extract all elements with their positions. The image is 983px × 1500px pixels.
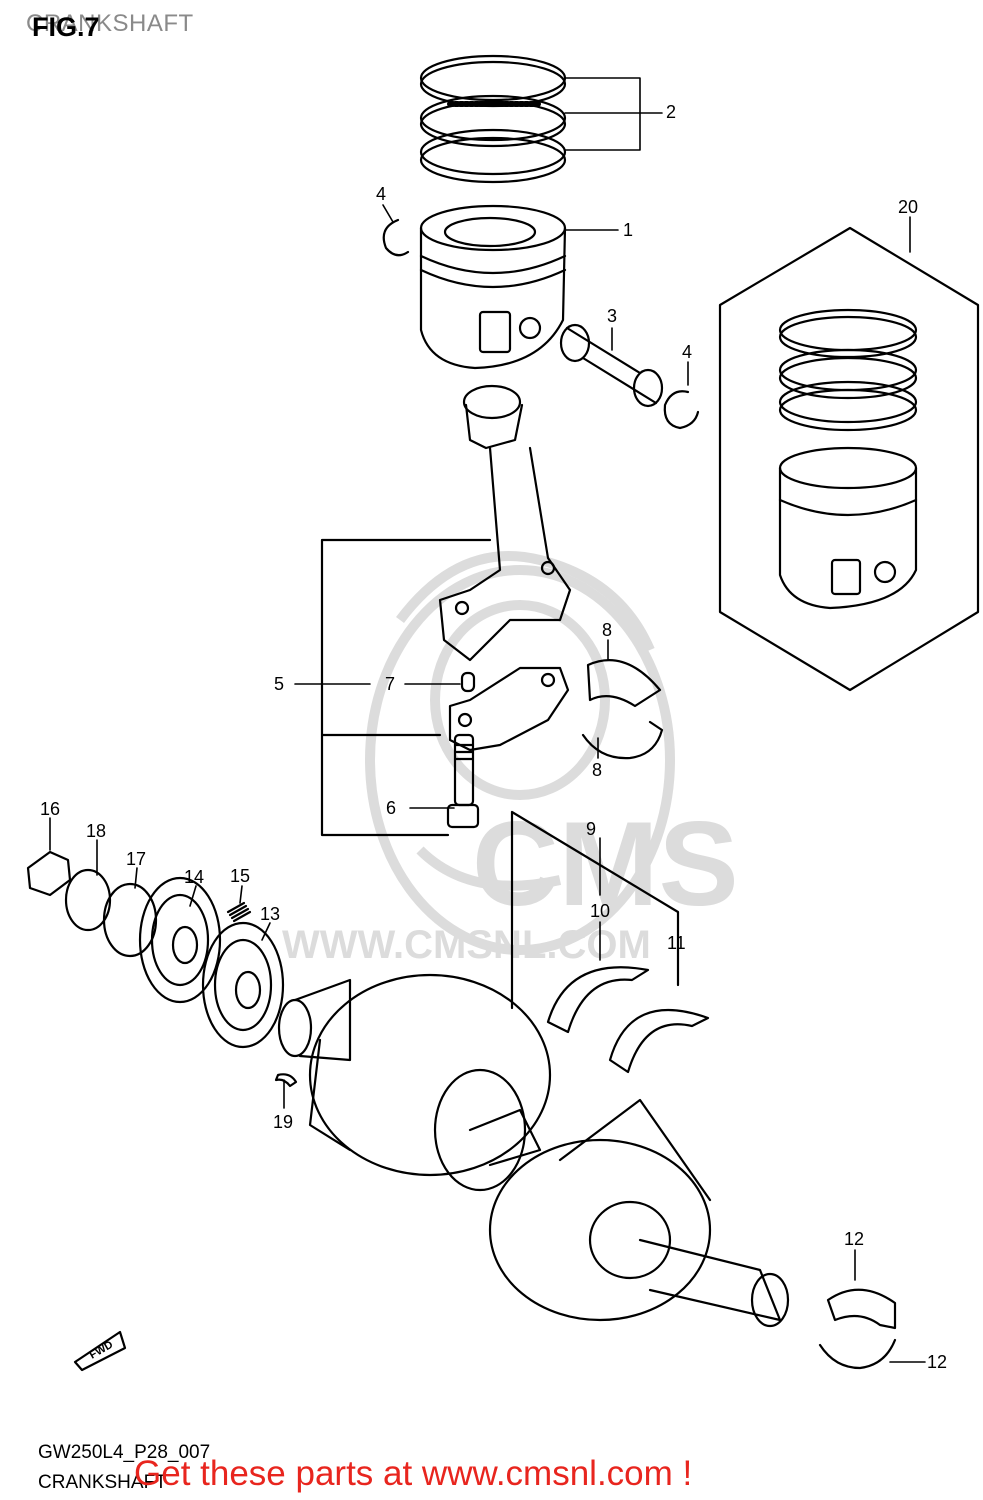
main-bearing-12 (818, 1288, 897, 1370)
primary-gear-13 (201, 921, 285, 1049)
callout-8-bottom: 8 (592, 760, 602, 780)
callout-3: 3 (607, 306, 617, 326)
callout-7: 7 (385, 674, 395, 694)
callout-8-top: 8 (602, 620, 612, 640)
key-19 (274, 1073, 298, 1088)
callout-9: 9 (586, 819, 596, 839)
callout-12-bottom: 12 (927, 1352, 947, 1372)
callout-labels: 1 2 3 4 4 5 6 7 8 8 9 10 11 12 12 13 14 … (40, 102, 947, 1372)
callout-14: 14 (184, 867, 204, 887)
callout-19: 19 (273, 1112, 293, 1132)
callout-6: 6 (386, 798, 396, 818)
callout-2: 2 (666, 102, 676, 122)
leader-lines (49, 77, 926, 1363)
promo-link[interactable]: Get these parts at www.cmsnl.com ! (134, 1454, 693, 1493)
piston-kit-box (718, 226, 980, 692)
thrust-washer-11 (608, 1009, 710, 1074)
circlip-right (663, 390, 700, 430)
watermark-brand: CMS (472, 797, 739, 931)
watermark-url: WWW.CMSNL.COM (282, 923, 651, 967)
callout-5: 5 (274, 674, 284, 694)
callout-10: 10 (590, 901, 610, 921)
fwd-arrow-icon (73, 1330, 127, 1372)
thrust-washer-10 (546, 966, 650, 1034)
cms-watermark (365, 551, 675, 955)
nut-16 (26, 850, 72, 897)
conrod-bolt (446, 733, 480, 829)
gear-spring-15 (226, 901, 252, 923)
diagram-code: GW250L4_P28_007 (38, 1442, 211, 1463)
callout-4-left: 4 (376, 184, 386, 204)
callout-20: 20 (898, 197, 918, 217)
callout-17: 17 (126, 849, 146, 869)
diagram-title: CRANKSHAFT (26, 10, 194, 37)
callout-18: 18 (86, 821, 106, 841)
circlip-left (382, 218, 410, 257)
washer-17 (102, 882, 158, 958)
piston-rings (419, 54, 567, 184)
callout-4-right: 4 (682, 342, 692, 362)
piston (419, 204, 567, 370)
callout-13: 13 (260, 904, 280, 924)
callout-1: 1 (623, 220, 633, 240)
callout-16: 16 (40, 799, 60, 819)
conrod-bearings (581, 659, 664, 760)
figure-number: FIG.7 (32, 12, 100, 42)
callout-11: 11 (667, 933, 686, 953)
part-5-bracket (320, 538, 492, 837)
conrod-dowel-pin (460, 671, 476, 693)
callout-12-top: 12 (844, 1229, 864, 1249)
crankshaft (277, 973, 790, 1328)
washer-18 (64, 868, 112, 932)
diagram-footer-title: CRANKSHAFT (38, 1472, 167, 1493)
callout-15: 15 (230, 866, 250, 886)
piston-pin (559, 323, 664, 408)
